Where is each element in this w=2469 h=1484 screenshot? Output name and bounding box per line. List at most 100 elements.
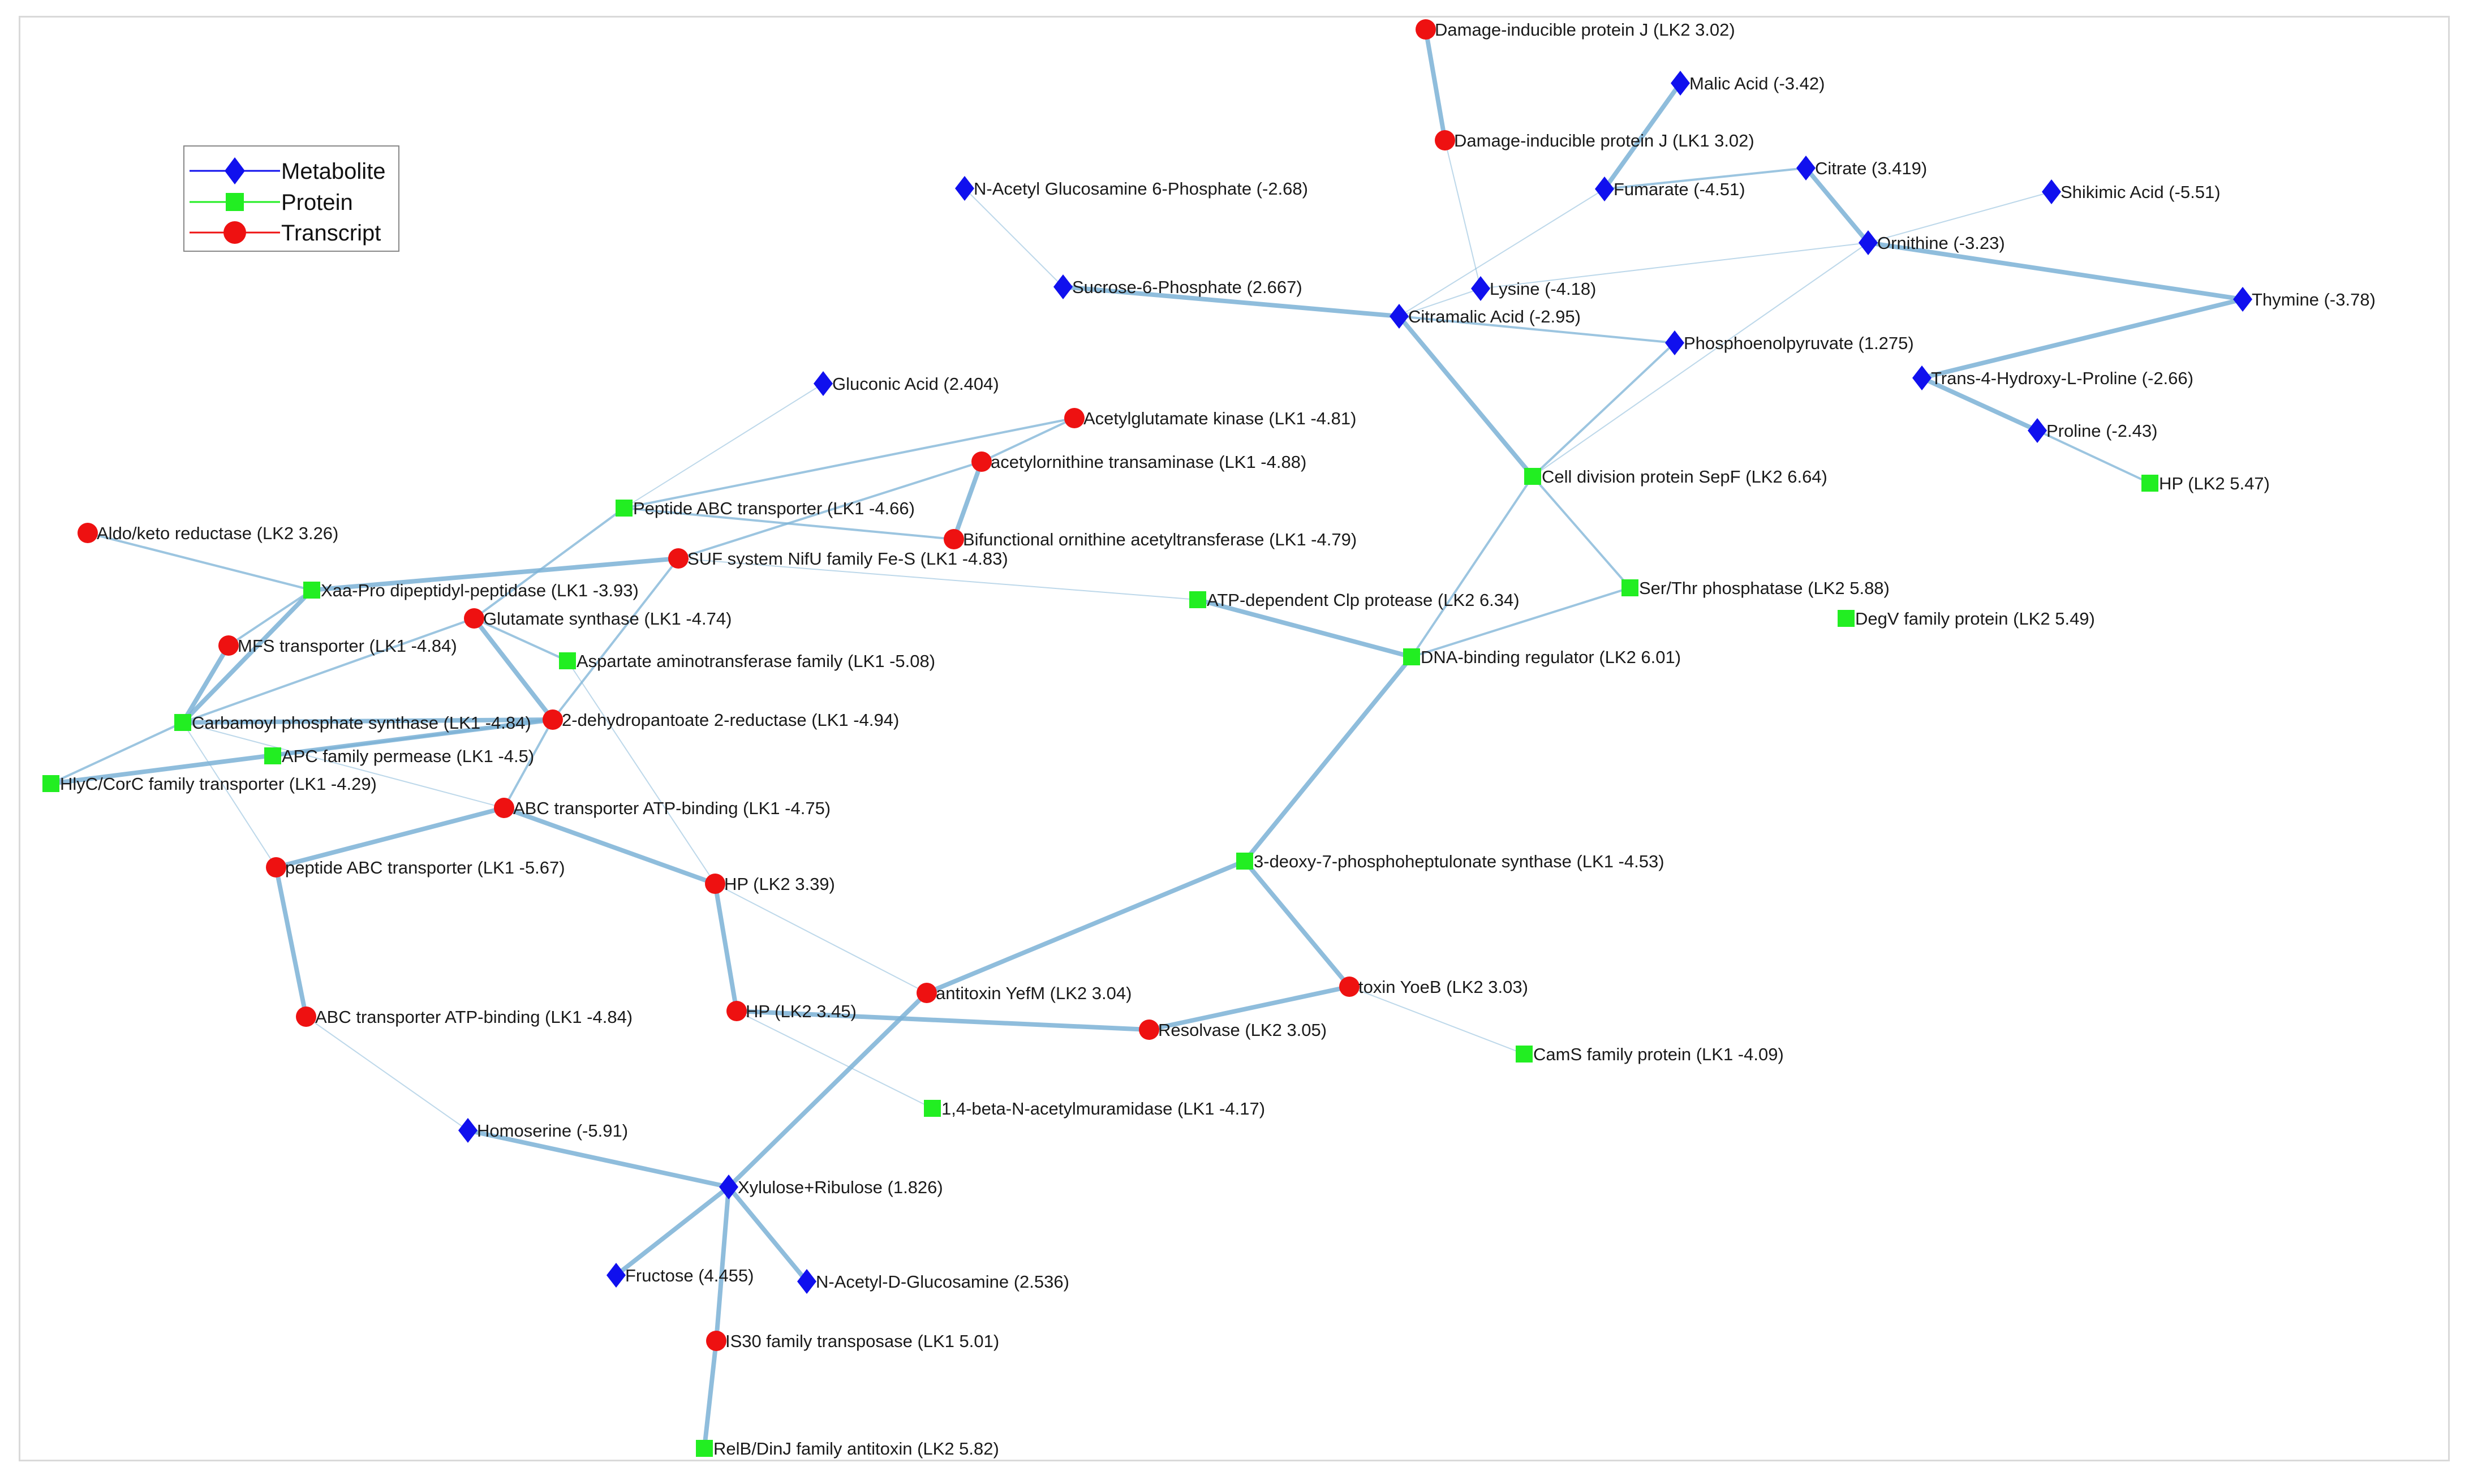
transcript-circle-icon[interactable]: [971, 451, 992, 472]
node-resolvase[interactable]: Resolvase (LK2 3.05): [1139, 1020, 1327, 1040]
node-nadg[interactable]: N-Acetyl-D-Glucosamine (2.536): [797, 1269, 1069, 1294]
node-proline[interactable]: Proline (-2.43): [2028, 418, 2157, 443]
node-gluconic[interactable]: Gluconic Acid (2.404): [814, 371, 999, 396]
node-pepabc2[interactable]: peptide ABC transporter (LK1 -5.67): [266, 857, 565, 878]
node-mfs[interactable]: MFS transporter (LK1 -4.84): [218, 635, 457, 656]
protein-square-icon[interactable]: [1838, 610, 1855, 627]
node-dahp[interactable]: 3-deoxy-7-phosphoheptulonate synthase (L…: [1236, 851, 1664, 871]
node-aldo[interactable]: Aldo/keto reductase (LK2 3.26): [78, 523, 338, 543]
metabolite-diamond-icon[interactable]: [1665, 330, 1684, 355]
node-acot[interactable]: acetylornithine transaminase (LK1 -4.88): [971, 451, 1306, 472]
metabolite-diamond-icon[interactable]: [797, 1269, 816, 1294]
node-suc6p[interactable]: Sucrose-6-Phosphate (2.667): [1053, 274, 1302, 299]
node-serthr[interactable]: Ser/Thr phosphatase (LK2 5.88): [1621, 578, 1890, 598]
node-bifoat[interactable]: Bifunctional ornithine acetyltransferase…: [944, 529, 1357, 549]
transcript-circle-icon[interactable]: [1139, 1020, 1159, 1040]
metabolite-diamond-icon[interactable]: [1671, 71, 1690, 96]
transcript-circle-icon[interactable]: [296, 1006, 316, 1027]
protein-square-icon[interactable]: [264, 747, 281, 764]
protein-square-icon[interactable]: [42, 775, 59, 792]
node-lysine[interactable]: Lysine (-4.18): [1471, 276, 1596, 301]
node-dinJ1[interactable]: Damage-inducible protein J (LK1 3.02): [1435, 130, 1754, 150]
node-pep[interactable]: Phosphoenolpyruvate (1.275): [1665, 330, 1914, 355]
node-hp345[interactable]: HP (LK2 3.45): [726, 1001, 857, 1021]
transcript-circle-icon[interactable]: [1416, 19, 1436, 40]
metabolite-diamond-icon[interactable]: [955, 176, 974, 201]
transcript-circle-icon[interactable]: [78, 523, 98, 543]
protein-square-icon[interactable]: [1621, 579, 1638, 596]
transcript-circle-icon[interactable]: [543, 709, 563, 730]
protein-square-icon[interactable]: [2141, 475, 2158, 492]
node-sufnifu[interactable]: SUF system NifU family Fe-S (LK1 -4.83): [668, 548, 1008, 569]
metabolite-diamond-icon[interactable]: [2028, 418, 2047, 443]
node-citramalic[interactable]: Citramalic Acid (-2.95): [1390, 304, 1581, 329]
transcript-circle-icon[interactable]: [1435, 130, 1455, 150]
node-cps[interactable]: Carbamoyl phosphate synthase (LK1 -4.84): [174, 713, 531, 733]
node-is30[interactable]: IS30 family transposase (LK1 5.01): [706, 1331, 999, 1351]
metabolite-diamond-icon[interactable]: [1912, 365, 1932, 390]
protein-square-icon[interactable]: [303, 582, 320, 599]
node-antitoxin[interactable]: antitoxin YefM (LK2 3.04): [917, 983, 1132, 1003]
node-toxin[interactable]: toxin YoeB (LK2 3.03): [1339, 977, 1528, 997]
node-abc475[interactable]: ABC transporter ATP-binding (LK1 -4.75): [494, 798, 831, 818]
transcript-circle-icon[interactable]: [494, 798, 514, 818]
protein-square-icon[interactable]: [1189, 591, 1206, 608]
transcript-circle-icon[interactable]: [668, 548, 689, 569]
protein-square-icon[interactable]: [616, 500, 633, 517]
protein-square-icon[interactable]: [1516, 1046, 1533, 1063]
metabolite-diamond-icon[interactable]: [1053, 274, 1073, 299]
node-aspat[interactable]: Aspartate aminotransferase family (LK1 -…: [559, 651, 935, 671]
metabolite-diamond-icon[interactable]: [607, 1263, 626, 1288]
node-hlyc[interactable]: HlyC/CorC family transporter (LK1 -4.29): [42, 774, 377, 794]
metabolite-diamond-icon[interactable]: [2233, 287, 2252, 312]
protein-square-icon[interactable]: [1403, 648, 1420, 665]
metabolite-diamond-icon[interactable]: [458, 1118, 478, 1143]
node-malic[interactable]: Malic Acid (-3.42): [1671, 71, 1825, 96]
node-thymine[interactable]: Thymine (-3.78): [2233, 287, 2376, 312]
node-citrate[interactable]: Citrate (3.419): [1796, 156, 1927, 180]
transcript-circle-icon[interactable]: [1064, 408, 1085, 428]
metabolite-diamond-icon[interactable]: [814, 371, 833, 396]
node-relb[interactable]: RelB/DinJ family antitoxin (LK2 5.82): [696, 1439, 999, 1459]
node-cams[interactable]: CamS family protein (LK1 -4.09): [1516, 1044, 1784, 1064]
node-acgk[interactable]: Acetylglutamate kinase (LK1 -4.81): [1064, 408, 1356, 428]
node-dnabr[interactable]: DNA-binding regulator (LK2 6.01): [1403, 647, 1681, 667]
node-abc484[interactable]: ABC transporter ATP-binding (LK1 -4.84): [296, 1006, 633, 1027]
protein-square-icon[interactable]: [174, 714, 191, 731]
transcript-circle-icon[interactable]: [266, 857, 286, 878]
node-degv[interactable]: DegV family protein (LK2 5.49): [1838, 609, 2095, 629]
node-apc[interactable]: APC family permease (LK1 -4.5): [264, 746, 534, 766]
transcript-circle-icon[interactable]: [726, 1001, 747, 1021]
metabolite-diamond-icon[interactable]: [1390, 304, 1409, 329]
transcript-circle-icon[interactable]: [705, 874, 725, 894]
protein-square-icon[interactable]: [1236, 853, 1253, 870]
metabolite-diamond-icon[interactable]: [1471, 276, 1490, 301]
node-sepF[interactable]: Cell division protein SepF (LK2 6.64): [1524, 467, 1827, 487]
node-shikimic[interactable]: Shikimic Acid (-5.51): [2042, 179, 2221, 204]
transcript-circle-icon[interactable]: [1339, 977, 1360, 997]
transcript-circle-icon[interactable]: [917, 983, 937, 1003]
node-ornithine[interactable]: Ornithine (-3.23): [1859, 230, 2005, 255]
node-fumarate[interactable]: Fumarate (-4.51): [1595, 177, 1745, 201]
node-hyp[interactable]: Trans-4-Hydroxy-L-Proline (-2.66): [1912, 365, 2193, 390]
protein-square-icon[interactable]: [696, 1440, 713, 1457]
protein-square-icon[interactable]: [924, 1100, 941, 1117]
node-nag6p[interactable]: N-Acetyl Glucosamine 6-Phosphate (-2.68): [955, 176, 1308, 201]
metabolite-diamond-icon[interactable]: [1859, 230, 1878, 255]
transcript-circle-icon[interactable]: [944, 529, 964, 549]
metabolite-diamond-icon[interactable]: [719, 1175, 738, 1199]
node-homoser[interactable]: Homoserine (-5.91): [458, 1118, 628, 1143]
node-xaapro[interactable]: Xaa-Pro dipeptidyl-peptidase (LK1 -3.93): [303, 580, 639, 600]
metabolite-diamond-icon[interactable]: [1595, 177, 1614, 201]
metabolite-diamond-icon[interactable]: [2042, 179, 2061, 204]
node-dinJ2[interactable]: Damage-inducible protein J (LK2 3.02): [1416, 19, 1735, 40]
node-xylrib[interactable]: Xylulose+Ribulose (1.826): [719, 1175, 943, 1199]
transcript-circle-icon[interactable]: [464, 608, 484, 629]
transcript-circle-icon[interactable]: [218, 635, 239, 656]
node-dhpr[interactable]: 2-dehydropantoate 2-reductase (LK1 -4.94…: [543, 709, 899, 730]
node-muram[interactable]: 1,4-beta-N-acetylmuramidase (LK1 -4.17): [924, 1099, 1265, 1119]
node-fructose[interactable]: Fructose (4.455): [607, 1263, 754, 1288]
metabolite-diamond-icon[interactable]: [1796, 156, 1816, 180]
protein-square-icon[interactable]: [559, 652, 576, 669]
node-hp339[interactable]: HP (LK2 3.39): [705, 874, 835, 894]
